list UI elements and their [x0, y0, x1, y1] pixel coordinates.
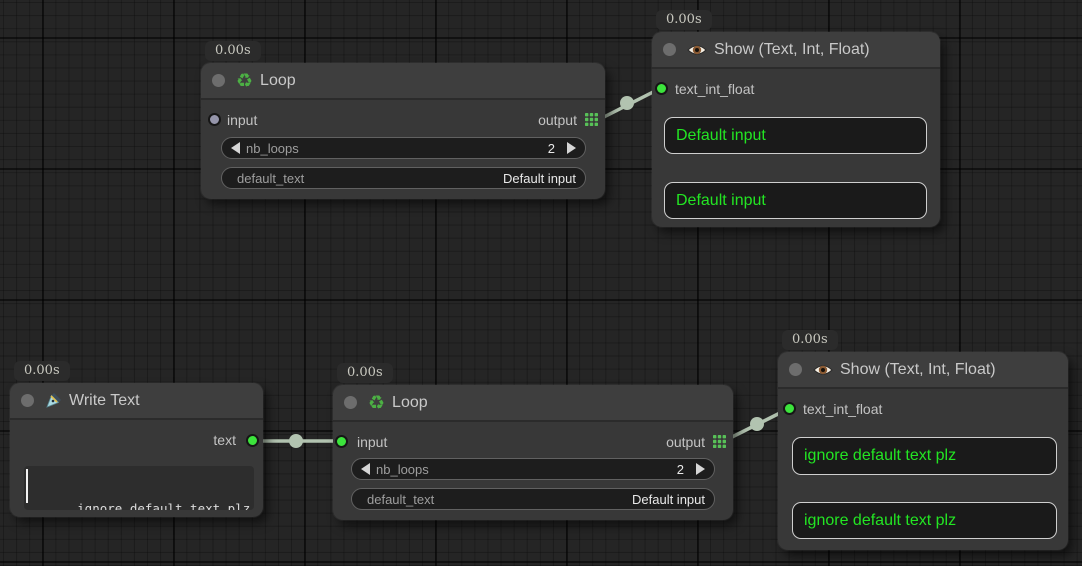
node-titlebar[interactable]: Show (Text, Int, Float) — [652, 32, 940, 69]
node-title: Loop — [392, 393, 428, 411]
default-text-field[interactable]: default_text Default input — [221, 167, 586, 189]
node-loop-top[interactable]: 0.00s ♻ Loop input output nb_loops 2 def… — [200, 41, 606, 200]
widget-label: default_text — [367, 491, 435, 507]
display-text: ignore default text plz — [804, 511, 957, 529]
input-port-dot[interactable] — [655, 82, 668, 95]
link-midpoint-dot[interactable] — [620, 96, 634, 110]
display-value-box: ignore default text plz — [792, 437, 1057, 475]
eye-icon — [687, 43, 707, 57]
node-titlebar[interactable]: Show (Text, Int, Float) — [778, 352, 1068, 389]
input-slot-label: text_int_float — [675, 81, 755, 97]
input-port-dot[interactable] — [783, 402, 796, 415]
output-slot-label: output — [538, 112, 577, 128]
display-value-box: Default input — [664, 182, 927, 219]
collapse-dot[interactable] — [21, 394, 34, 407]
text-input-area[interactable]: ignore default text plz — [24, 466, 254, 510]
increment-arrow-icon[interactable] — [696, 463, 705, 475]
node-show-bottom[interactable]: 0.00s Show (Text, Int, Float) text_int_f… — [777, 330, 1069, 551]
display-value-box: Default input — [664, 117, 927, 154]
collapse-dot[interactable] — [344, 396, 357, 409]
node-show-top[interactable]: 0.00s Show (Text, Int, Float) text_int_f… — [651, 10, 941, 228]
input-slot-label: text_int_float — [803, 401, 883, 417]
widget-label: nb_loops — [376, 461, 429, 477]
input-port-dot[interactable] — [208, 113, 221, 126]
default-text-field[interactable]: default_text Default input — [351, 488, 715, 510]
node-titlebar[interactable]: Write Text — [10, 383, 263, 420]
input-slot-label: input — [357, 434, 388, 450]
textarea-text: ignore default text plz — [77, 501, 251, 510]
nb-loops-stepper[interactable]: nb_loops 2 — [221, 137, 586, 159]
widget-value: 2 — [547, 140, 555, 156]
display-text: Default input — [676, 126, 766, 144]
increment-arrow-icon[interactable] — [567, 142, 576, 154]
input-slot-label: input — [227, 112, 258, 128]
recycle-icon: ♻ — [236, 69, 254, 92]
display-value-box: ignore default text plz — [792, 502, 1057, 539]
widget-label: default_text — [237, 170, 305, 186]
output-slot-label: text — [213, 432, 236, 448]
exec-time-badge: 0.00s — [656, 10, 712, 30]
pen-icon — [45, 392, 62, 409]
widget-value: 2 — [676, 461, 684, 477]
decrement-arrow-icon[interactable] — [231, 142, 240, 154]
node-title: Show (Text, Int, Float) — [714, 40, 870, 58]
text-caret — [26, 469, 28, 503]
input-port-dot[interactable] — [335, 435, 348, 448]
collapse-dot[interactable] — [663, 43, 676, 56]
exec-time-badge: 0.00s — [14, 361, 70, 381]
output-port-dot[interactable] — [246, 434, 259, 447]
output-grid-icon[interactable] — [713, 435, 726, 448]
eye-icon — [813, 363, 833, 377]
widget-value: Default input — [503, 170, 576, 186]
collapse-dot[interactable] — [789, 363, 802, 376]
node-title: Write Text — [69, 391, 140, 409]
recycle-icon: ♻ — [368, 391, 386, 414]
link-midpoint-dot[interactable] — [750, 417, 764, 431]
output-slot-label: output — [666, 434, 705, 450]
node-title: Loop — [260, 71, 296, 89]
node-write-text[interactable]: 0.00s Write Text text ignore default tex… — [9, 361, 264, 518]
decrement-arrow-icon[interactable] — [361, 463, 370, 475]
widget-value: Default input — [632, 491, 705, 507]
nb-loops-stepper[interactable]: nb_loops 2 — [351, 458, 715, 480]
display-text: Default input — [676, 191, 766, 209]
node-titlebar[interactable]: ♻ Loop — [333, 385, 733, 422]
node-titlebar[interactable]: ♻ Loop — [201, 63, 605, 100]
exec-time-badge: 0.00s — [205, 41, 261, 61]
node-loop-bottom[interactable]: 0.00s ♻ Loop input output nb_loops 2 def… — [332, 363, 734, 521]
widget-label: nb_loops — [246, 140, 299, 156]
exec-time-badge: 0.00s — [782, 330, 838, 350]
node-title: Show (Text, Int, Float) — [840, 360, 996, 378]
link-midpoint-dot[interactable] — [289, 434, 303, 448]
display-text: ignore default text plz — [804, 447, 957, 464]
output-grid-icon[interactable] — [585, 113, 598, 126]
exec-time-badge: 0.00s — [337, 363, 393, 383]
collapse-dot[interactable] — [212, 74, 225, 87]
